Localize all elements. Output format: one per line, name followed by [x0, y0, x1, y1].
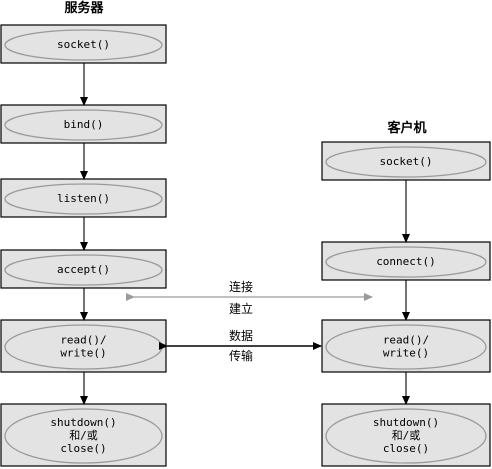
step-label: read()/ — [60, 334, 106, 347]
client-step-1: socket() — [321, 141, 491, 181]
server-step-1: socket() — [0, 24, 167, 64]
step-label: socket() — [57, 38, 110, 51]
step-ellipse — [4, 29, 163, 61]
step-ellipse — [4, 254, 163, 286]
transfer-label-line-1: 数据 — [229, 328, 253, 343]
step-ellipse — [325, 408, 487, 464]
step-label: close() — [60, 442, 106, 455]
step-ellipse — [4, 109, 163, 141]
step-label: 和/或 — [69, 429, 98, 442]
step-ellipse — [325, 146, 487, 178]
server-column-title: 服务器 — [64, 0, 104, 16]
step-label: shutdown() — [373, 416, 439, 429]
transfer-label-line-2: 传输 — [229, 348, 253, 363]
client-column-title: 客户机 — [387, 120, 426, 136]
step-ellipse — [325, 324, 487, 370]
step-label: bind() — [64, 118, 104, 131]
step-label: close() — [383, 442, 429, 455]
server-step-3: listen() — [0, 178, 167, 218]
server-step-2: bind() — [0, 104, 167, 144]
server-step-5: read()/write() — [0, 319, 167, 373]
step-box — [0, 178, 167, 218]
step-box — [0, 24, 167, 64]
step-ellipse — [4, 408, 163, 464]
step-label: shutdown() — [50, 416, 116, 429]
step-ellipse — [325, 246, 487, 278]
step-label: accept() — [57, 263, 110, 276]
step-label: read()/ — [383, 334, 429, 347]
server-step-4: accept() — [0, 249, 167, 289]
flow-arrows — [80, 63, 410, 405]
connect-label-line-1: 连接 — [229, 279, 253, 294]
step-ellipse — [4, 183, 163, 215]
step-label: 和/或 — [392, 429, 421, 442]
step-label: connect() — [376, 255, 436, 268]
step-label: listen() — [57, 192, 110, 205]
server-steps: socket() bind() listen() accept() read()/wri… — [0, 24, 167, 467]
step-label: socket() — [380, 155, 433, 168]
step-box — [321, 141, 491, 181]
step-label: write() — [383, 347, 429, 360]
client-step-3: read()/write() — [321, 319, 491, 373]
client-step-2: connect() — [321, 241, 491, 281]
connect-label-line-2: 建立 — [229, 301, 253, 316]
step-label: write() — [60, 347, 106, 360]
